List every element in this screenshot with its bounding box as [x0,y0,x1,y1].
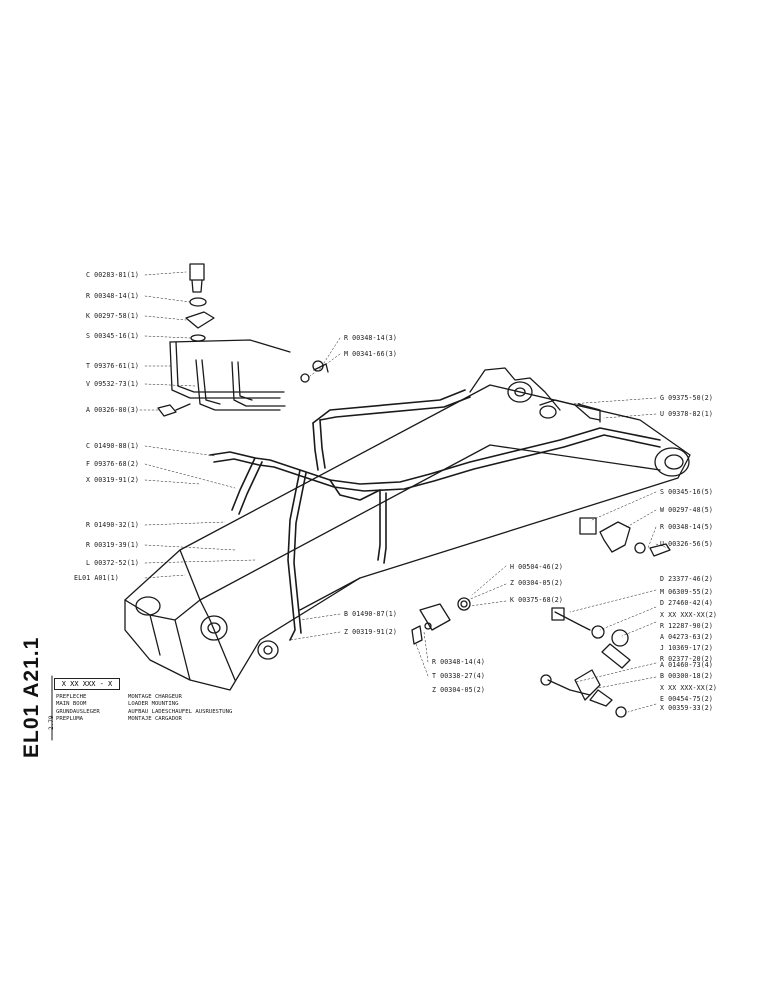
part-label-right: U 09378-82(1) [660,410,713,418]
top-mount-bracket [469,367,601,421]
title-left-line: PREPLUMA [56,716,83,723]
part-label-center: Z 00304-05(2) [510,579,563,587]
part-label-right: R 02377-20(2) [660,655,713,663]
part-label-left: R 00319-39(1) [86,541,139,549]
document-code: EL01 A21.1 [20,636,43,758]
part-label-left: K 00297-58(1) [86,312,139,320]
part-label-right: D 27460-42(4) [660,599,713,607]
leader-lines [139,271,669,713]
part-label-left: EL01 A01(1) [74,574,119,582]
part-label-right: X XX XXX-XX(2) [660,684,717,692]
part-label-left: R 00348-14(1) [86,292,139,300]
part-label-left: R 01490-32(1) [86,521,139,529]
part-label-left: A 00326-80(3) [86,406,139,414]
part-label-left: C 01490-88(1) [86,442,139,450]
main-boom-body [124,384,691,691]
part-label-left: C 00283-81(1) [86,271,139,279]
title-right-line: MONTAGE CHARGEUR [128,694,182,700]
part-label-center: T 00338-27(4) [432,672,485,680]
title-right-line: LOADER MOUNTING [128,701,179,708]
title-right-block: MONTAGE CHARGEUR LOADER MOUNTING AUFBAU … [128,694,232,724]
part-label-center: M 00341-66(3) [344,350,397,358]
part-label-right: B 00300-18(2) [660,672,713,680]
part-label-left: F 09376-68(2) [86,460,139,468]
title-right-line: MONTAJE CARGADOR [128,716,182,723]
part-label-center: B 01490-87(1) [344,610,397,618]
part-label-center: K 00375-68(2) [510,596,563,604]
pipe-clamp-detail [577,403,671,557]
hydraulic-piping [209,389,661,641]
part-label-right: R 00348-14(5) [660,523,713,531]
elbow-fittings-detail [540,607,631,718]
part-label-left: V 09532-73(1) [86,380,139,388]
part-label-right: X 00359-33(2) [660,704,713,712]
part-label-right: E 00454-75(2) [660,695,713,703]
part-label-right: X XX XXX-XX(2) [660,611,717,619]
part-label-center: H 00504-46(2) [510,563,563,571]
part-label-right: S 00345-16(5) [660,488,713,496]
part-label-right: D 23377-46(2) [660,575,713,583]
title-left-line: MAIN BOOM [56,701,87,708]
part-label-left: X 00319-91(2) [86,476,139,484]
title-left-block: PREFLECHE MAIN BOOM GRUNDAUSLEGER PREPLU… [56,694,100,724]
part-label-left: S 00345-16(1) [86,332,139,340]
part-label-right: U 00326-56(5) [660,540,713,548]
part-label-center: R 00348-14(3) [344,334,397,342]
valve-block-detail [300,360,471,645]
title-right-line: AUFBAU LADESCHAUFEL AUSRUESTUNG [128,708,233,715]
reference-box: X XX XXX - X [54,678,120,690]
page-reference: 2.79 [48,715,55,730]
part-label-right: M 06309-55(2) [660,588,713,596]
part-label-center: Z 00319-91(2) [344,628,397,636]
part-label-center: R 00348-14(4) [432,658,485,666]
part-label-right: R 12287-90(2) [660,622,713,630]
part-label-right: A 01460-73(4) [660,661,713,669]
part-label-center: Z 00304-05(2) [432,686,485,694]
part-label-left: L 00372-52(1) [86,559,139,567]
part-label-right: J 10369-17(2) [660,644,713,652]
part-label-left: T 09376-61(1) [86,362,139,370]
part-label-right: W 00297-48(5) [660,506,713,514]
upper-fitting-group [157,263,291,417]
title-left-line: PREFLECHE [56,694,87,700]
part-label-right: A 04273-63(2) [660,633,713,641]
part-label-right: G 09375-50(2) [660,394,713,402]
title-left-line: GRUNDAUSLEGER [56,708,100,715]
